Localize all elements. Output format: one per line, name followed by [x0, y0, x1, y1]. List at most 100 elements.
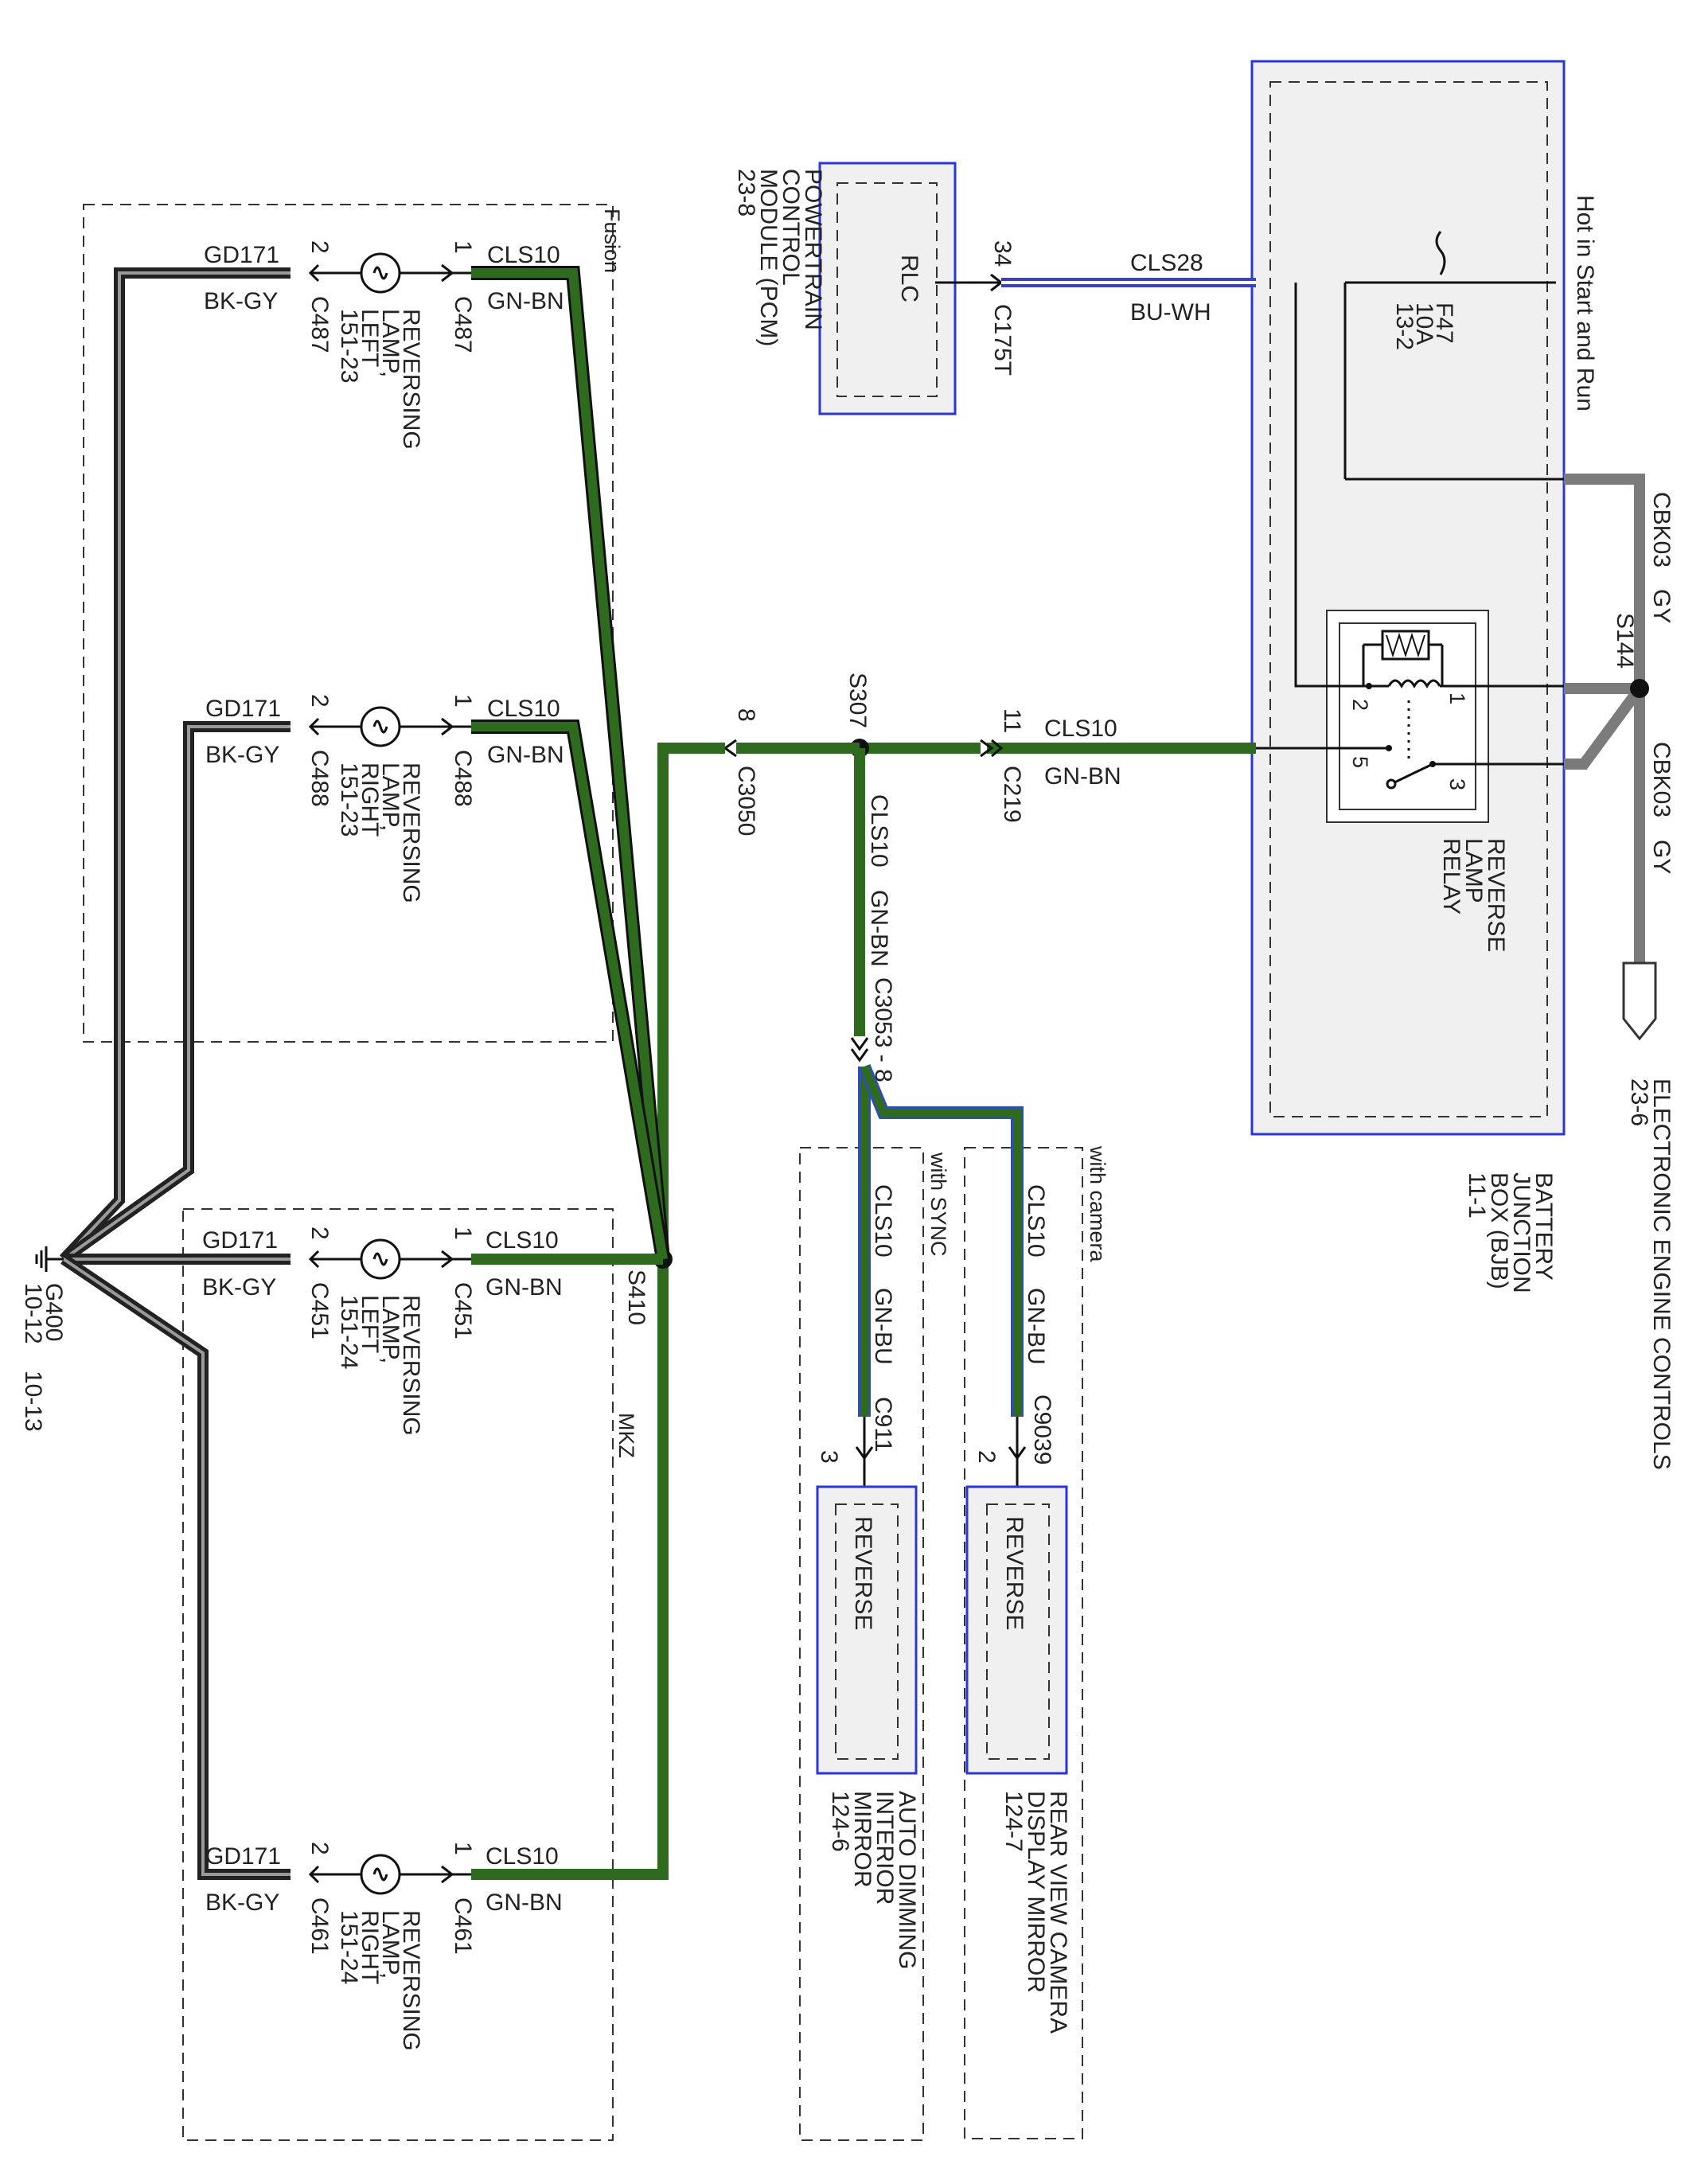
s307-label: S307 [844, 673, 871, 728]
lamp-4-gnd-color: BK-GY [205, 1889, 279, 1916]
mkz-region [182, 1208, 614, 2141]
lamp-3-feed-pin: 1 [450, 1226, 476, 1240]
relay-pin-5: 5 [1348, 756, 1372, 768]
c911-pin: 3 [816, 1450, 842, 1464]
pcm-module [818, 162, 957, 415]
lamp-2-feed-pin: 1 [450, 694, 476, 708]
eec-line-2: 23-6 [1626, 1078, 1652, 1126]
c3050-connector: C3050 [733, 766, 759, 836]
mirror-branch-color: GN-BN [866, 890, 892, 967]
pcm-name-line-1: POWERTRAIN [800, 169, 826, 330]
c911-connector: C911 [870, 1397, 896, 1453]
cls28-color: BU-WH [1130, 299, 1211, 326]
bjb-module [1250, 60, 1566, 1136]
lamp-4-feed-color: GN-BN [485, 1889, 563, 1916]
lamp-3: CLS10 GN-BN 1 C451 2 C451 GD171 BK-GY RE… [202, 1226, 563, 1436]
s144-splice [1630, 679, 1649, 698]
fuse-line-1: F47 [1431, 302, 1457, 344]
lamp-3-gnd-pin: 2 [306, 1226, 333, 1240]
lamp-2-feed-circuit: CLS10 [487, 696, 560, 722]
relay-coil-feed [1294, 283, 1369, 688]
cbk03-lower-circuit: CBK03 [1648, 742, 1675, 817]
lamp-2-gnd-color: BK-GY [205, 742, 279, 768]
sync-mirror-line-2: INTERIOR [872, 1791, 898, 1905]
mkz-label: MKZ [614, 1413, 638, 1458]
pcm-connector: C175T [989, 304, 1016, 376]
eec-line-1: ELECTRONIC ENGINE CONTROLS [1648, 1078, 1675, 1470]
pcm-pin-number: 34 [989, 240, 1016, 267]
sync-mirror-line-3: MIRROR [849, 1791, 875, 1888]
relay-name-line-1: REVERSE [1483, 838, 1509, 952]
sync-mirror-line-4: 124-6 [827, 1791, 853, 1852]
lamp-4-name-4: 151-24 [336, 1910, 362, 1984]
lamp-1-gnd-color: BK-GY [204, 288, 278, 314]
lamp-2-gnd-conn: C488 [306, 750, 333, 807]
sync-mirror-line-1: AUTO DIMMING [894, 1791, 920, 1969]
lamp-3-name-3: LEFT [357, 1295, 383, 1353]
lamp-2-gnd-circuit: GD171 [205, 696, 281, 722]
lamp-1-name-2: LAMP, [377, 309, 404, 377]
lamp-4-name-1: REVERSING [398, 1910, 424, 2051]
lamp-2-feed-color: GN-BN [487, 742, 564, 768]
sync-mirror-inner [835, 1503, 899, 1760]
cbk03-upper-color: GY [1648, 589, 1675, 623]
lamp-2-gnd-pin: 2 [306, 694, 333, 708]
c219-symbol [980, 739, 1004, 758]
relay-coil-zigzag [1386, 632, 1425, 658]
pcm-name-line-4: 23-8 [733, 169, 759, 216]
camera-wire-color: GN-BU [1023, 1288, 1049, 1365]
lamp-2-name-2: LAMP, [377, 762, 404, 831]
lamp-2-name-1: REVERSING [398, 762, 424, 903]
lamp-2-feed-conn: C488 [450, 750, 476, 807]
camera-mirror-line-3: 124-7 [1000, 1791, 1027, 1852]
relay-pin-1: 1 [1445, 692, 1469, 704]
eec-arrow [1622, 961, 1657, 1041]
pcm-name-line-2: CONTROL [778, 169, 804, 286]
lamp-1-feed-color: GN-BN [487, 288, 564, 314]
relay-name-line-3: RELAY [1438, 838, 1464, 915]
c3053-connector: C3053 - 8 [870, 977, 896, 1082]
bjb-name-line-4: 11-1 [1464, 1172, 1490, 1219]
c3053-symbol [850, 1037, 869, 1063]
lamp-3-gnd-conn: C451 [306, 1282, 333, 1340]
lamp-3-feed-circuit: CLS10 [485, 1227, 559, 1254]
fuse-symbol [1435, 231, 1446, 275]
lamp-3-feed-color: GN-BN [485, 1274, 563, 1301]
main-feed-color: GN-BN [1044, 763, 1121, 790]
lamp-4-feed-circuit: CLS10 [485, 1843, 559, 1870]
cls28-circuit: CLS28 [1130, 250, 1203, 276]
lamp-1-name-3: LEFT [357, 309, 383, 367]
lamp-4-name-2: LAMP, [377, 1910, 404, 1979]
ground-ref-2: 10-13 [20, 1371, 46, 1432]
ground-wires [59, 267, 291, 1880]
lamp-4-feed-conn: C461 [450, 1897, 476, 1955]
pcm-pin-label: RLC [896, 255, 922, 302]
s144-label: S144 [1612, 613, 1638, 669]
lamp-3-name-2: LAMP, [377, 1295, 404, 1363]
relay-switch-arm [1390, 762, 1433, 786]
c3050-pin: 8 [733, 708, 759, 722]
fuse-line-2: 10A [1411, 302, 1437, 345]
ground-icon [35, 1246, 64, 1272]
cbk03-diag [1564, 684, 1644, 770]
c219-pin: 11 [999, 708, 1025, 733]
cbk03-upper [1564, 474, 1645, 688]
lamp-3-feed-conn: C451 [450, 1282, 476, 1340]
c9039-connector: C9039 [1029, 1394, 1055, 1464]
camera-mirror-inner [986, 1503, 1050, 1760]
lamp-4-gnd-circuit: GD171 [205, 1843, 281, 1870]
relay-inner-box [1339, 622, 1476, 810]
ground-name: G400 [41, 1283, 67, 1341]
s410-trunk [585, 743, 725, 1880]
pcm-name-line-3: MODULE (PCM) [755, 169, 782, 346]
camera-mirror-module [965, 1485, 1068, 1775]
lamp-1-name-4: 151-23 [336, 309, 362, 383]
lamp-1-feed-pin: 1 [450, 240, 476, 254]
sync-mirror-module [816, 1485, 918, 1775]
bjb-name-line-1: BATTERY [1531, 1172, 1557, 1281]
s410-label: S410 [623, 1269, 649, 1325]
lamp-3-name-1: REVERSING [398, 1295, 424, 1436]
c9039-pin: 2 [973, 1450, 1000, 1464]
lamp-2-name-4: 151-23 [336, 762, 362, 837]
lamp-2-name-3: RIGHT [357, 762, 383, 837]
